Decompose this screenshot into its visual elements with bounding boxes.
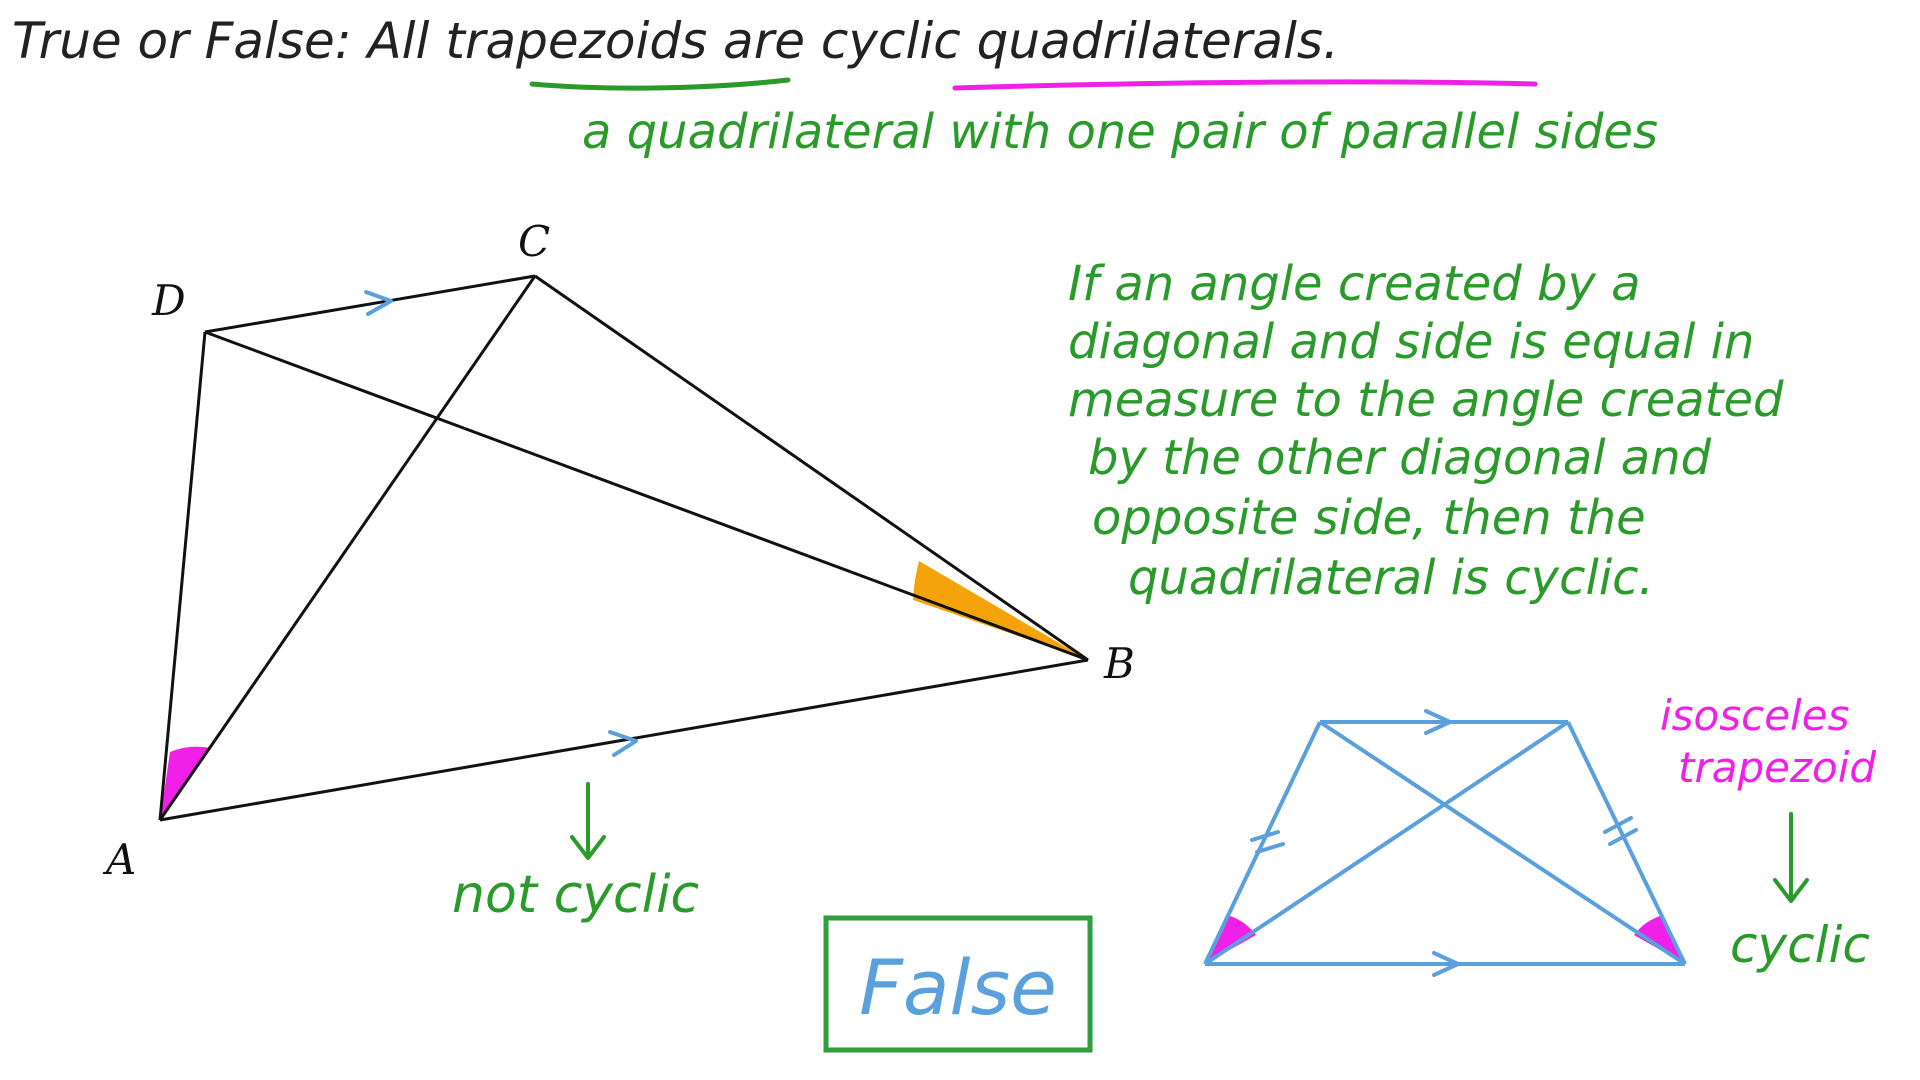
parallel-marker-bottom xyxy=(1432,951,1460,977)
angle-marker-at-b xyxy=(913,561,1088,660)
question-trapezoids: trapezoids xyxy=(445,12,707,70)
question-are: are xyxy=(707,12,821,70)
down-arrow-icon xyxy=(1773,812,1809,903)
cyclic-quadrilaterals-underline xyxy=(952,79,1538,91)
side-ab xyxy=(159,658,1089,822)
trapezoid-abcd-figure: A B C D xyxy=(102,217,1135,884)
angle-marker-bottom-left xyxy=(1205,915,1256,964)
diagonal-1 xyxy=(1318,720,1687,966)
rule-line-2: diagonal and side is equal in xyxy=(1068,314,1754,370)
trapezoid-definition: a quadrilateral with one pair of paralle… xyxy=(582,104,1658,160)
side-bc xyxy=(534,274,1089,662)
isosceles-trapezoid-figure xyxy=(1203,709,1687,977)
rule-line-5: opposite side, then the xyxy=(1092,490,1646,546)
equal-ticks-left-leg xyxy=(1250,830,1285,854)
left-leg xyxy=(1203,721,1322,965)
rule-line-4: by the other diagonal and xyxy=(1088,430,1712,486)
parallel-marker-cd xyxy=(364,290,393,316)
right-leg xyxy=(1566,721,1687,965)
question-prefix: True or False: All xyxy=(12,12,445,70)
side-cd xyxy=(204,274,536,334)
diagonal-2 xyxy=(1203,720,1570,966)
equal-ticks-right-leg xyxy=(1603,816,1638,846)
rule-line-1: If an angle created by a xyxy=(1068,256,1641,312)
isosceles-label: isosceles xyxy=(1660,691,1849,740)
parallel-marker-top xyxy=(1424,709,1452,735)
answer-text: False xyxy=(859,943,1057,1032)
question-cyclic-quadrilaterals: cyclic quadrilaterals xyxy=(821,12,1323,70)
question-period: . xyxy=(1323,12,1339,70)
trapezoid-label: trapezoid xyxy=(1678,743,1876,792)
diagonal-db xyxy=(204,330,1089,662)
vertex-label-a: A xyxy=(102,835,136,884)
side-da xyxy=(158,331,207,821)
cyclic-conclusion: cyclic xyxy=(1730,916,1870,974)
not-cyclic-conclusion: not cyclic xyxy=(452,865,699,925)
parallel-marker-ab xyxy=(608,730,638,757)
question: True or False: All trapezoids are cyclic… xyxy=(12,12,1538,91)
vertex-label-b: B xyxy=(1103,639,1135,688)
rule-line-6: quadrilateral is cyclic. xyxy=(1128,550,1654,606)
rule-line-3: measure to the angle created xyxy=(1068,372,1784,428)
cyclic-rule-paragraph: If an angle created by a diagonal and si… xyxy=(1068,256,1784,606)
vertex-label-d: D xyxy=(151,276,186,325)
diagonal-ac xyxy=(158,275,537,821)
vertex-label-c: C xyxy=(518,217,550,266)
down-arrow-icon xyxy=(570,782,606,860)
trapezoids-underline xyxy=(529,77,791,91)
question-text: True or False: All trapezoids are cyclic… xyxy=(12,12,1339,70)
answer-box: False xyxy=(823,915,1093,1053)
angle-marker-bottom-right xyxy=(1634,915,1685,964)
